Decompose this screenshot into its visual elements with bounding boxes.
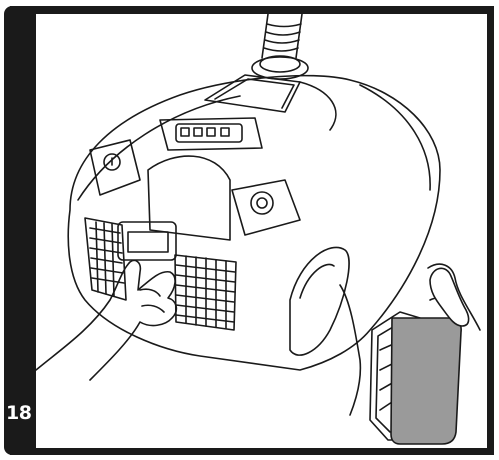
filter-pad bbox=[390, 317, 462, 445]
hand-left bbox=[35, 221, 178, 381]
left-grille bbox=[84, 217, 127, 301]
hand-right bbox=[427, 263, 481, 331]
hand-right-fingers bbox=[429, 267, 470, 327]
power-button-left bbox=[89, 139, 141, 196]
step-number-label: 18 bbox=[6, 402, 32, 424]
frame-left-bar bbox=[4, 6, 36, 455]
vacuum-body bbox=[67, 74, 441, 371]
control-panel bbox=[159, 117, 263, 151]
hose bbox=[251, 13, 309, 80]
cord-rewind-button bbox=[231, 179, 301, 236]
right-grille bbox=[174, 254, 237, 331]
front-recess bbox=[147, 155, 231, 241]
cover-flap bbox=[117, 221, 177, 261]
handle-lid bbox=[204, 74, 301, 113]
wheel bbox=[289, 246, 350, 356]
